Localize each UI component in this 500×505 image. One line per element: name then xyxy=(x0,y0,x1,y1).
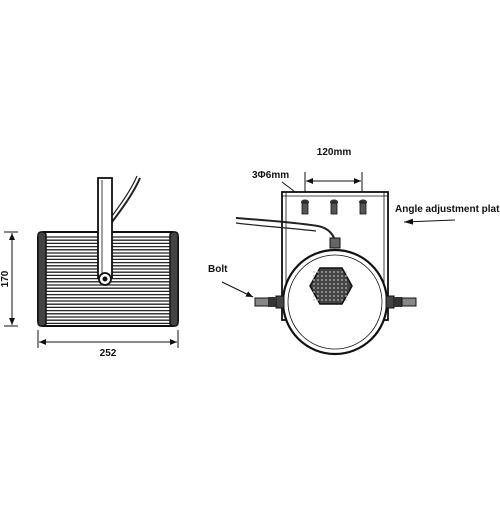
plate-width-dimension: 120mm xyxy=(304,147,363,192)
plate-bolt-left xyxy=(301,199,309,215)
plate-bolt-right xyxy=(359,199,367,215)
width-dimension: 252 xyxy=(37,330,179,359)
front-view: 120mm 3Φ6mm xyxy=(208,147,500,356)
side-bolt-left xyxy=(254,295,285,309)
bolt-label: Bolt xyxy=(208,264,228,275)
cable-gland xyxy=(329,237,341,249)
front-cable xyxy=(235,217,337,245)
plate-width-label: 120mm xyxy=(317,147,352,158)
height-dimension: 170 xyxy=(0,231,18,327)
side-bracket xyxy=(97,177,113,279)
plate-bolt-center xyxy=(330,199,338,215)
holes-label: 3Φ6mm xyxy=(252,170,289,181)
side-cable-edge xyxy=(108,175,138,221)
grille-mesh xyxy=(313,271,347,301)
width-label: 252 xyxy=(100,348,117,359)
speaker-grille xyxy=(309,267,353,305)
side-bolt-right xyxy=(385,295,417,309)
angle-plate-label: Angle adjustment plate xyxy=(395,204,500,215)
side-view: 170 252 xyxy=(0,175,179,359)
height-label: 170 xyxy=(0,270,11,287)
